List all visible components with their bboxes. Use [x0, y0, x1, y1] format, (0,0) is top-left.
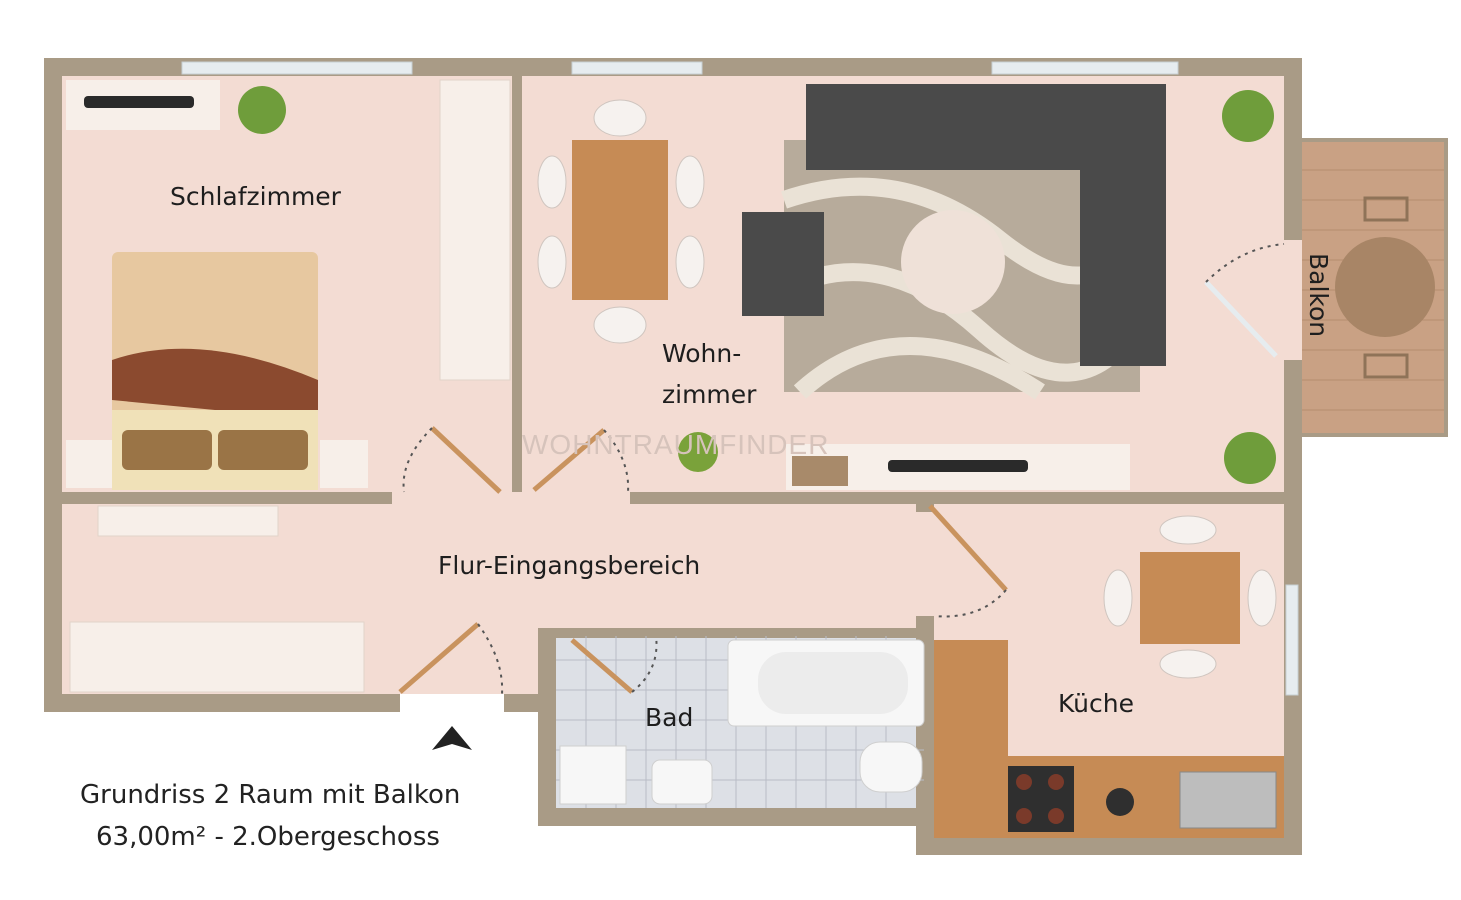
dining-table	[572, 140, 668, 300]
doors	[398, 280, 1278, 694]
door-swings	[402, 243, 1285, 695]
stove-burners	[1016, 774, 1064, 824]
caption-title: Grundriss 2 Raum mit Balkon	[80, 780, 460, 810]
room-label-bedroom: Schlafzimmer	[170, 182, 342, 211]
wardrobe	[439, 79, 511, 381]
plant	[238, 86, 286, 134]
coffee-table	[901, 210, 1005, 314]
washing-machine	[559, 745, 627, 805]
hall-wardrobe	[69, 621, 365, 693]
balcony-chair	[1363, 196, 1409, 222]
windows	[181, 61, 1299, 696]
balcony-chair	[1363, 353, 1409, 379]
dining-chairs	[537, 99, 705, 344]
kitchen-chairs	[1103, 515, 1277, 679]
kitchen-table	[1140, 552, 1240, 644]
room-label-balcony: Balkon	[1304, 253, 1333, 337]
toilet	[859, 741, 923, 793]
living-furniture: Wohn- zimmer	[537, 84, 1276, 490]
caption-subtitle: 63,00m² - 2.Obergeschoss	[96, 822, 440, 852]
sink	[651, 759, 713, 805]
kitchen-furniture: Küche	[934, 515, 1284, 838]
tv	[84, 96, 194, 108]
corner-sofa	[806, 84, 1166, 366]
room-label-hallway: Flur-Eingangsbereich	[438, 551, 700, 580]
entrance-arrow-icon	[432, 726, 472, 750]
room-label-living-2: zimmer	[662, 380, 757, 409]
watermark-logo: WOHNTRAUMFINDER	[522, 429, 829, 460]
room-label-bathroom: Bad	[645, 703, 693, 732]
balcony-table	[1335, 237, 1435, 337]
balcony: Balkon	[1294, 138, 1448, 437]
hallway-furniture: Flur-Eingangsbereich	[69, 505, 700, 693]
plant	[678, 432, 718, 472]
hall-shelf	[97, 505, 279, 537]
tv	[888, 460, 1028, 472]
armchair	[742, 212, 824, 316]
stove	[1008, 766, 1074, 832]
bedroom-furniture: Schlafzimmer	[66, 79, 511, 490]
room-label-living-1: Wohn-	[662, 339, 741, 368]
plant	[1224, 432, 1276, 484]
room-label-kitchen: Küche	[1058, 689, 1134, 718]
kettle	[1106, 788, 1134, 816]
bathroom-fixtures: Bad	[559, 639, 925, 805]
books	[792, 456, 848, 486]
kitchen-sink	[1179, 771, 1277, 829]
plant	[1222, 90, 1274, 142]
